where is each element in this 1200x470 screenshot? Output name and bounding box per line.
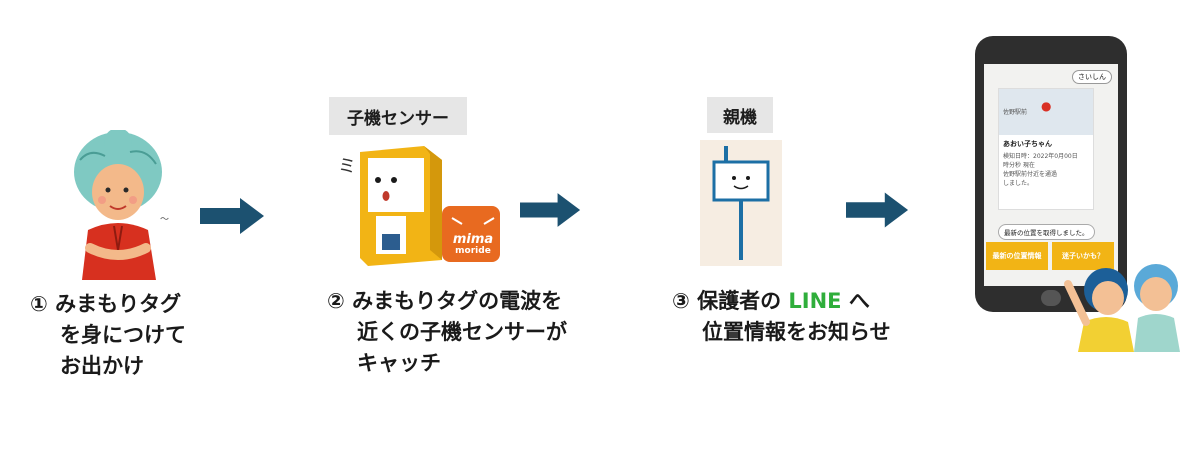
step-3-line: 位置情報をお知らせ xyxy=(702,320,891,344)
card-line: しました。 xyxy=(1003,180,1034,187)
map-pin-icon: ● xyxy=(1041,99,1052,113)
latest-location-button[interactable]: 最新の位置情報 xyxy=(986,242,1048,270)
child-sensor-label: 子機センサー xyxy=(329,97,467,135)
chat-message: 最新の位置を取得しました。 xyxy=(998,224,1095,240)
line-app-name: LINE xyxy=(788,289,842,313)
step-1-line: みまもりタグ xyxy=(55,292,182,316)
step-1-line: を身につけて xyxy=(60,323,186,347)
step-2-line: キャッチ xyxy=(357,351,441,375)
arrow-right-icon xyxy=(520,193,581,227)
step-2-number: ② xyxy=(327,289,345,313)
child-sensor-illustration: ミ xyxy=(338,146,500,266)
map-view: 佐野駅前 ● xyxy=(999,89,1093,135)
svg-text:〜: 〜 xyxy=(160,215,169,225)
parents-illustration xyxy=(1064,264,1180,352)
card-line: 佐野駅前付近を通過 xyxy=(1003,171,1058,178)
step-2-line: 近くの子機センサーが xyxy=(357,320,567,344)
logo-text-1: mima xyxy=(452,232,494,247)
map-caption: 佐野駅前 xyxy=(1003,109,1028,116)
phone-screen: さいしん 佐野駅前 ● あおい子ちゃん 検知日時：2022年0月00日 時分秒 … xyxy=(984,64,1118,286)
card-line: 検知日時：2022年0月00日 xyxy=(1003,153,1078,160)
smartphone: さいしん 佐野駅前 ● あおい子ちゃん 検知日時：2022年0月00日 時分秒 … xyxy=(975,36,1127,312)
step-1-number: ① xyxy=(30,292,48,316)
step-3-number: ③ xyxy=(672,289,690,313)
arrow-right-icon xyxy=(846,192,909,228)
step-3-suffix: へ xyxy=(848,289,870,313)
name-chip: さいしん xyxy=(1072,70,1112,84)
step-2-line: みまもりタグの電波を xyxy=(352,289,563,313)
parent-unit-illustration xyxy=(700,140,782,266)
step-1-line: お出かけ xyxy=(60,354,144,378)
step-3-text: ③ 保護者の LINE へ 位置情報をお知らせ xyxy=(672,286,891,348)
card-title: あおい子ちゃん xyxy=(1003,140,1052,148)
grandma-illustration: 〜 xyxy=(74,130,169,280)
map-card: 佐野駅前 ● あおい子ちゃん 検知日時：2022年0月00日 時分秒 現在 佐野… xyxy=(998,88,1094,210)
home-button[interactable] xyxy=(1041,290,1061,306)
lost-button[interactable]: 迷子いかも？ xyxy=(1052,242,1114,270)
parent-unit-label: 親機 xyxy=(707,97,773,133)
svg-text:ミ: ミ xyxy=(338,156,356,177)
logo-text-2: moride xyxy=(455,246,491,256)
step-1-text: ① みまもりタグ を身につけて お出かけ xyxy=(30,289,186,382)
arrow-right-icon xyxy=(200,198,264,234)
step-2-text: ② みまもりタグの電波を 近くの子機センサーが キャッチ xyxy=(327,286,567,379)
step-3-prefix: 保護者の xyxy=(697,289,782,313)
card-line: 時分秒 現在 xyxy=(1003,162,1035,169)
